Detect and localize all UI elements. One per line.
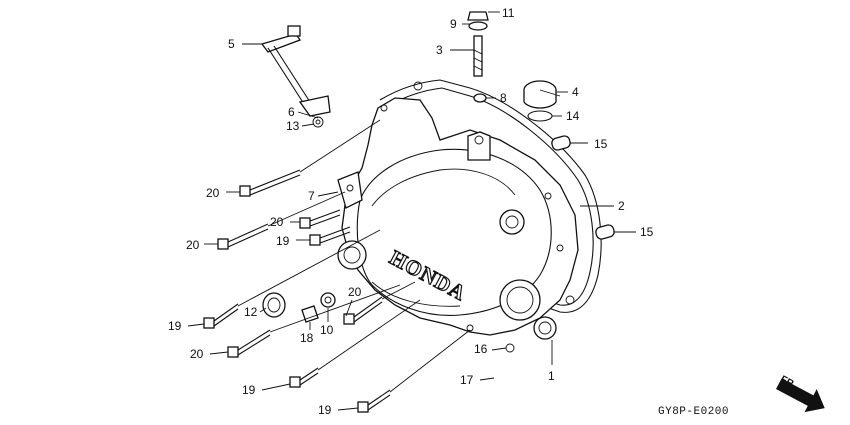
callouts: 5 6 13 11 9 3 8 4 14 15 2 15 7 20 20 19 … bbox=[168, 6, 654, 417]
callout-17: 17 bbox=[460, 373, 474, 387]
bolt bbox=[289, 367, 319, 388]
callout-9: 9 bbox=[450, 17, 457, 31]
oil-filler-cap bbox=[523, 80, 557, 122]
callout-19c: 19 bbox=[242, 383, 256, 397]
callout-10: 10 bbox=[320, 323, 334, 337]
callout-20b: 20 bbox=[270, 215, 284, 229]
callout-14: 14 bbox=[566, 109, 580, 123]
oil-seal bbox=[262, 292, 286, 318]
callout-20e: 20 bbox=[190, 347, 204, 361]
callout-8: 8 bbox=[500, 91, 507, 105]
bolt bbox=[217, 223, 269, 250]
bolt bbox=[203, 303, 239, 329]
leader-lines bbox=[187, 11, 636, 411]
bolts bbox=[203, 169, 391, 413]
callout-2: 2 bbox=[618, 199, 625, 213]
callout-20c: 20 bbox=[186, 238, 200, 252]
callout-5: 5 bbox=[228, 37, 235, 51]
speedometer-gear bbox=[467, 11, 489, 103]
callout-18: 18 bbox=[300, 331, 314, 345]
breather-tube bbox=[492, 343, 515, 417]
callout-19b: 19 bbox=[168, 319, 182, 333]
dowel-pins bbox=[551, 135, 615, 240]
washer bbox=[320, 292, 336, 308]
bolt bbox=[227, 329, 271, 358]
callout-3: 3 bbox=[436, 43, 443, 57]
callout-15a: 15 bbox=[594, 137, 608, 151]
callout-4: 4 bbox=[572, 85, 579, 99]
gasket bbox=[379, 79, 602, 313]
plug-bolt bbox=[301, 305, 319, 323]
bracket bbox=[337, 171, 363, 209]
bolt bbox=[239, 169, 301, 197]
callout-15b: 15 bbox=[640, 225, 654, 239]
shift-arm-assembly bbox=[260, 25, 331, 128]
callout-20d: 20 bbox=[348, 285, 362, 299]
callout-19a: 19 bbox=[276, 234, 290, 248]
callout-13: 13 bbox=[286, 119, 300, 133]
bolt bbox=[299, 209, 341, 229]
front-direction-arrow bbox=[775, 378, 825, 413]
callout-1: 1 bbox=[548, 369, 555, 383]
callout-11: 11 bbox=[502, 6, 515, 20]
bolt bbox=[357, 389, 391, 413]
callout-16: 16 bbox=[474, 342, 488, 356]
callout-20a: 20 bbox=[206, 186, 220, 200]
callout-7: 7 bbox=[308, 189, 315, 203]
bolt bbox=[343, 296, 383, 325]
callout-12: 12 bbox=[244, 305, 258, 319]
drawing-code: GY8P-E0200 bbox=[658, 406, 729, 418]
callout-19d: 19 bbox=[318, 403, 332, 417]
callout-6: 6 bbox=[288, 105, 295, 119]
crankcase-cover: HONDA bbox=[337, 97, 579, 340]
